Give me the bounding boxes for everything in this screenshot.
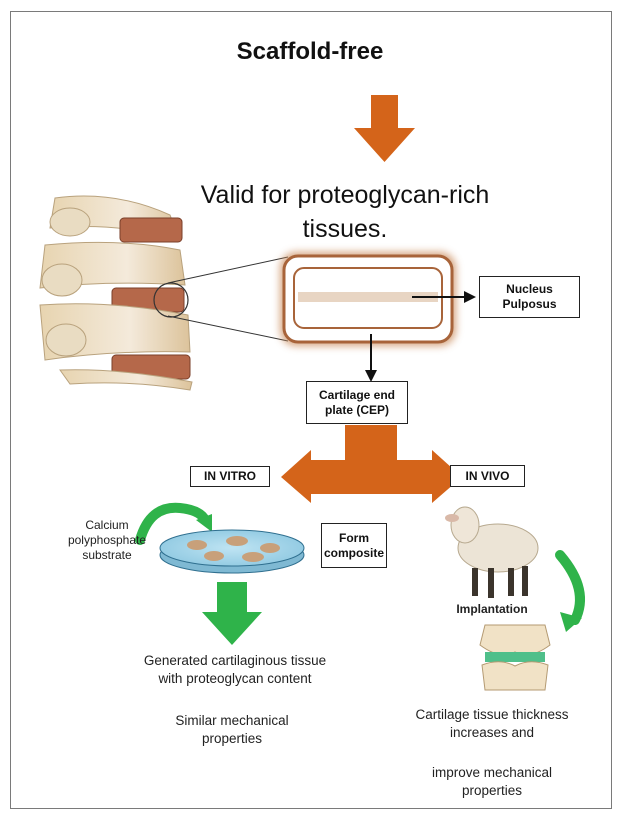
orange-split-arrow	[281, 425, 462, 503]
green-curved-arrow-right	[560, 555, 580, 620]
diagram-title: Scaffold-free	[200, 38, 420, 66]
joint-illustration	[480, 625, 550, 690]
diagram-subtitle: Valid for proteoglycan-rich tissues.	[195, 178, 495, 246]
green-down-arrow	[202, 582, 262, 645]
form-composite-box: Form composite	[321, 523, 387, 568]
cartilage-end-plate-box: Cartilage end plate (CEP)	[306, 381, 408, 424]
zoom-line-top	[168, 257, 288, 283]
petri-dish	[160, 530, 304, 573]
orange-down-arrow	[354, 95, 415, 162]
right-properties-text: improve mechanical properties	[410, 764, 574, 800]
right-result-text: Cartilage tissue thickness increases and	[405, 706, 579, 742]
spine-illustration	[40, 196, 192, 390]
sheep-illustration	[445, 507, 538, 598]
in-vivo-box: IN VIVO	[450, 465, 525, 487]
disc-illustration	[280, 252, 456, 346]
in-vitro-box: IN VITRO	[190, 466, 270, 487]
nucleus-pulposus-box: Nucleus Pulposus	[479, 276, 580, 318]
left-result-text: Generated cartilaginous tissue with prot…	[140, 652, 330, 688]
left-properties-text: Similar mechanical properties	[170, 712, 294, 748]
implantation-label: Implantation	[447, 600, 537, 618]
substrate-label: Calcium polyphosphate substrate	[64, 518, 150, 563]
